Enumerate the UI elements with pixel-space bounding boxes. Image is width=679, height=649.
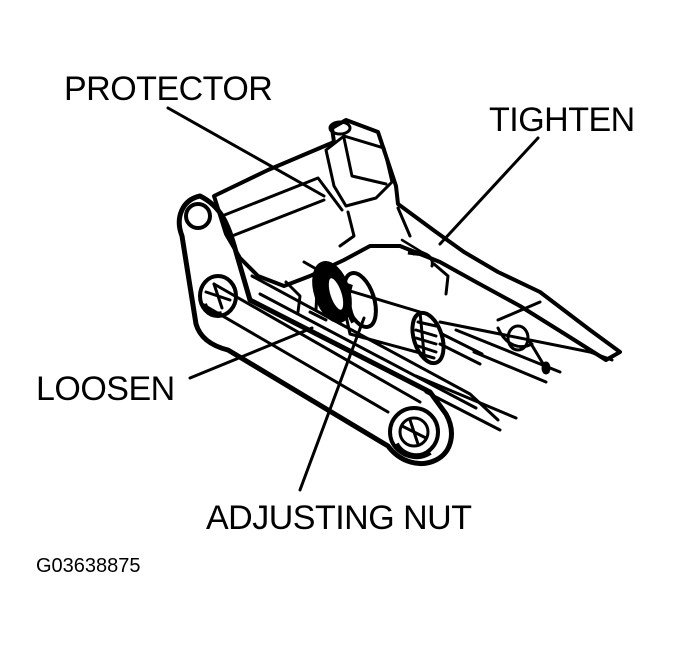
label-tighten: TIGHTEN [489, 101, 635, 139]
protector-cover [212, 118, 622, 362]
right-screw [388, 406, 440, 460]
leader-lines [166, 106, 540, 492]
label-loosen: LOOSEN [36, 370, 175, 408]
housing-rails [250, 274, 614, 432]
leader-loosen [188, 326, 314, 380]
leader-adjusting-nut [298, 316, 366, 492]
label-adjusting-nut: ADJUSTING NUT [206, 499, 472, 537]
leader-protector [166, 106, 326, 198]
figure-code: G03638875 [36, 555, 141, 577]
adjusting-nut [284, 249, 484, 366]
label-protector: PROTECTOR [64, 70, 273, 108]
cable-ends [496, 324, 551, 375]
left-screw [198, 274, 238, 318]
leader-tighten [438, 136, 540, 246]
